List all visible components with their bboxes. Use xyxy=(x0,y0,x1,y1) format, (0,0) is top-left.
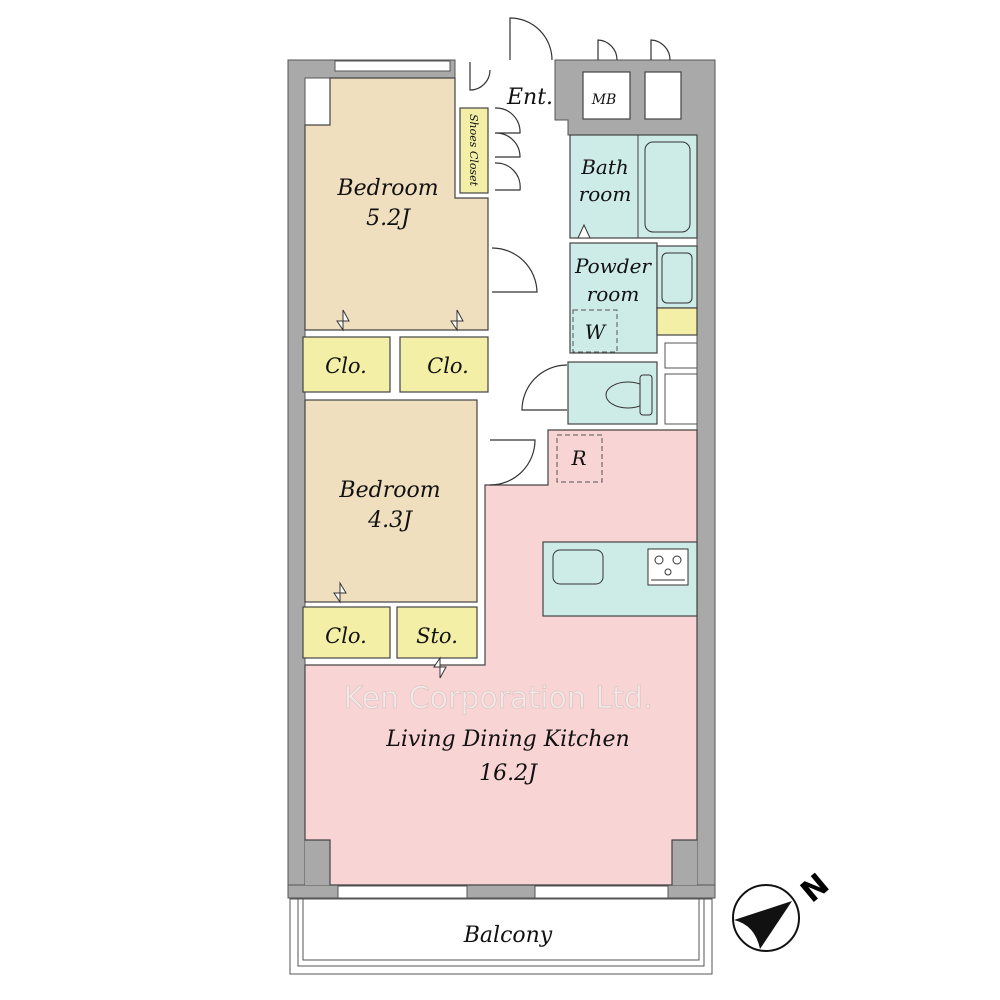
door-marker xyxy=(433,656,447,679)
doors xyxy=(469,17,671,486)
bottom-wall-right xyxy=(667,884,716,899)
bedroom-2-label: Bedroom xyxy=(338,478,440,503)
burner-icon xyxy=(672,555,682,565)
corner-right xyxy=(672,840,697,885)
door-marker xyxy=(577,223,591,239)
linen-shelf xyxy=(656,307,698,336)
closet-1 xyxy=(302,336,391,393)
window-bottom-right xyxy=(534,885,669,899)
closet-2-label: Clo. xyxy=(427,354,469,378)
bathroom-label-2: room xyxy=(579,182,632,206)
bathroom-label-1: Bath xyxy=(580,155,629,179)
bathtub-icon xyxy=(644,141,691,233)
shoes-closet xyxy=(459,107,489,194)
washbasin-icon xyxy=(661,252,693,304)
ldk-size: 16.2J xyxy=(479,761,538,786)
burner-icon xyxy=(654,555,664,565)
storage-label: Sto. xyxy=(416,624,458,648)
compass: N xyxy=(732,867,836,952)
bedroom-2 xyxy=(304,399,478,603)
bottom-wall-left xyxy=(287,884,339,899)
powder-room xyxy=(569,242,658,354)
door-marker xyxy=(450,309,464,332)
closet-3 xyxy=(302,606,391,659)
corner-left xyxy=(305,840,330,885)
sink-icon xyxy=(552,549,604,585)
powder-room-label-1: Powder xyxy=(574,254,652,278)
north-arrow-icon xyxy=(734,901,792,949)
refrigerator-space xyxy=(556,434,603,483)
window-bottom-left xyxy=(337,885,468,899)
entrance-label: Ent. xyxy=(506,85,553,110)
powder-room-label-2: room xyxy=(587,282,640,306)
bedroom-1-size: 5.2J xyxy=(366,206,411,231)
door-marker xyxy=(336,309,350,332)
closet-3-label: Clo. xyxy=(325,624,367,648)
burner-icon xyxy=(664,568,672,576)
ldk-label: Living Dining Kitchen xyxy=(385,727,629,752)
closet-1-label: Clo. xyxy=(325,354,367,378)
washer-label: W xyxy=(585,320,607,344)
balcony-label: Balcony xyxy=(463,923,553,948)
pipe-space xyxy=(664,342,698,369)
pipe-space xyxy=(664,373,698,425)
shoes-closet-label: Shoes Closet xyxy=(467,114,480,187)
pipe-box xyxy=(644,71,682,120)
storage xyxy=(396,606,478,659)
balcony-rail-inner xyxy=(302,898,700,961)
balcony xyxy=(289,898,713,975)
watermark: Ken Corporation Ltd. xyxy=(344,681,653,716)
closet-2 xyxy=(399,336,489,393)
bedroom-2-size: 4.3J xyxy=(367,508,413,533)
toilet-tank-icon xyxy=(639,374,653,416)
bedroom-1 xyxy=(304,77,489,331)
stove-icon xyxy=(647,548,689,586)
meter-box-label: MB xyxy=(591,92,617,108)
refrigerator-label: R xyxy=(570,446,586,470)
meter-box xyxy=(582,71,631,120)
window-top xyxy=(334,60,451,72)
bedroom-1-label: Bedroom xyxy=(336,176,438,201)
door-marker xyxy=(333,581,347,604)
compass-north-label: N xyxy=(794,867,836,910)
washer-space xyxy=(572,309,618,353)
